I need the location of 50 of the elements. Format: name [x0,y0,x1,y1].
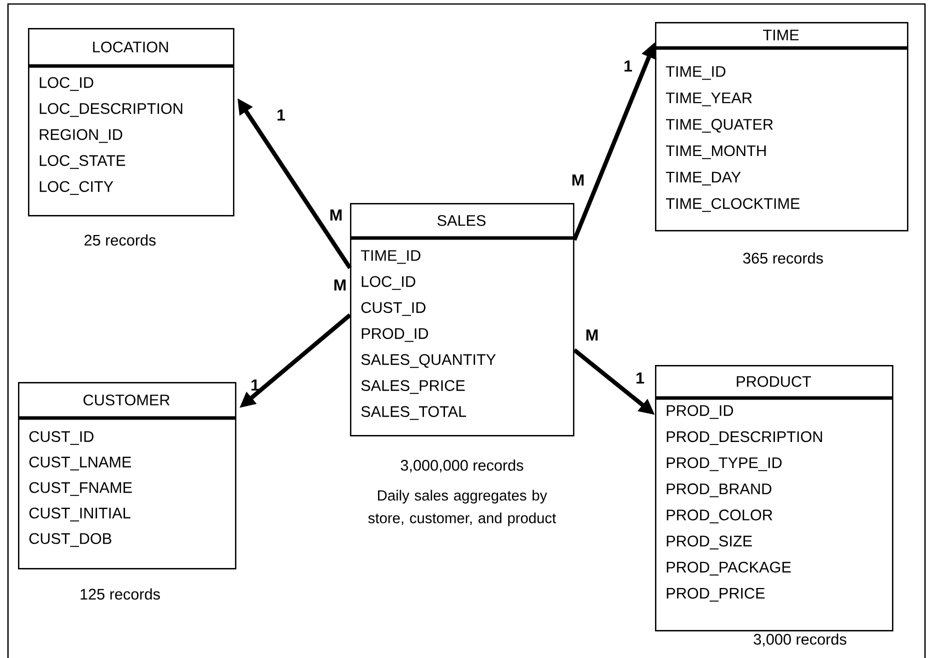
record-count: 125 records [80,588,160,600]
field-name: LOC_CITY [40,181,114,195]
cardinality-label: M [572,174,584,186]
field-name: PROD_TYPE_ID [666,457,782,472]
field-name: TIME_ID [360,250,420,264]
table-title: CUSTOMER [84,394,170,406]
cardinality-label: M [330,210,342,220]
field-name: CUST_DOB [29,533,112,547]
field-name: LOC_DESCRIPTION [40,103,182,117]
field-name: TIME_MONTH [666,145,766,160]
table-title: TIME [763,30,799,40]
field-name: LOC_ID [362,276,416,290]
field-name: PROD_BRAND [666,483,772,498]
table-title: SALES [437,215,486,226]
field-name: TIME_ID [666,66,726,80]
record-count: 365 records [743,252,823,264]
field-name: CUST_ID [361,302,426,316]
record-count: 3,000,000 records [400,459,524,473]
cardinality-label: 1 [278,110,285,120]
field-name: PROD_PRICE [666,588,765,602]
table-title: PRODUCT [736,376,812,387]
field-name: SALES_QUANTITY [361,354,496,368]
cardinality-label: 1 [636,372,644,384]
field-name: TIME_DAY [666,172,741,186]
cardinality-label: 1 [624,60,632,72]
field-name: CUST_FNAME [29,482,132,496]
field-name: TIME_QUATER [666,118,773,133]
field-name: PROD_PACKAGE [666,562,791,576]
cardinality-label: M [586,330,598,340]
field-name: LOC_STATE [40,155,126,169]
field-name: TIME_CLOCKTIME [666,198,800,212]
field-name: CUST_INITIAL [29,508,130,522]
field-name: PROD_ID [362,328,428,342]
field-name: SALES_TOTAL [361,406,466,420]
field-name: CUST_LNAME [29,456,132,470]
record-count: 3,000 records [754,633,846,647]
field-name: PROD_ID [666,405,734,419]
field-name: REGION_ID [40,129,122,143]
field-name: SALES_PRICE [361,380,465,394]
table-caption: Daily sales aggregates by store, customer, and product [368,490,556,526]
field-name: TIME_YEAR [666,92,752,106]
field-name: LOC_ID [40,77,94,91]
cardinality-label: 1 [252,380,259,390]
field-name: PROD_DESCRIPTION [666,431,822,445]
field-name: PROD_COLOR [666,510,772,524]
record-count: 25 records [84,234,156,246]
field-name: PROD_SIZE [666,536,752,550]
field-name: CUST_ID [29,431,94,445]
table-title: LOCATION [93,42,168,52]
cardinality-label: M [334,280,346,290]
